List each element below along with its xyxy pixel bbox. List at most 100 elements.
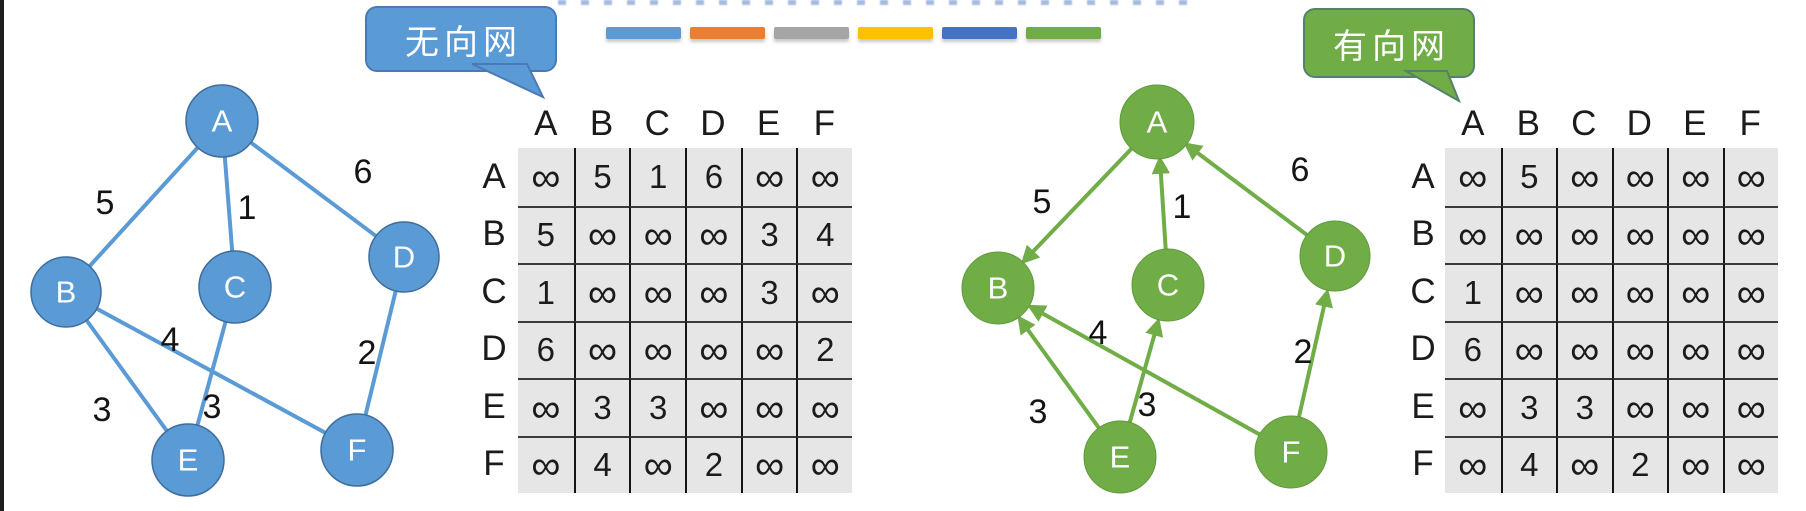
undirected-callout-tail: [471, 63, 546, 100]
edge-weight-label: 6: [354, 153, 373, 191]
node-label: F: [348, 433, 367, 468]
legend-bar-light-blue: [606, 27, 681, 39]
matrix-cell: 3: [1556, 378, 1612, 436]
matrix-cell: ∞: [1556, 148, 1612, 206]
matrix-cell: ∞: [1722, 148, 1778, 206]
undirected-graph-node-labels: A B C D E F: [56, 104, 416, 478]
edge-weight-label: 3: [203, 388, 222, 426]
matrix-cell: ∞: [740, 148, 797, 206]
matrix-cell: ∞: [740, 320, 797, 378]
graph-node-E: [1083, 420, 1157, 494]
matrix-cell: 2: [796, 320, 853, 378]
node-label: E: [178, 443, 199, 478]
matrix-cell: ∞: [1556, 205, 1612, 263]
matrix-cell: ∞: [1722, 205, 1778, 263]
matrix-cell: ∞: [1556, 263, 1612, 321]
matrix-cell: 4: [1500, 435, 1556, 493]
matrix-row-header: D: [1410, 329, 1436, 369]
matrix-row-header: A: [482, 156, 506, 196]
edge-weight-label: 3: [93, 391, 112, 429]
directed-callout: 有向网: [1303, 8, 1475, 78]
matrix-cell: 2: [685, 435, 741, 493]
node-label: A: [1147, 105, 1168, 140]
matrix-cell: ∞: [1556, 320, 1612, 378]
edge-weight-label: 5: [96, 184, 115, 222]
matrix-cell: 1: [629, 148, 686, 206]
edge-weight-label: 5: [1033, 183, 1052, 221]
matrix-cell: 5: [1500, 148, 1556, 206]
matrix-cell: ∞: [629, 205, 686, 263]
graph-node-B: [961, 251, 1035, 325]
matrix-row-header: E: [482, 386, 506, 426]
matrix-cell: 6: [685, 148, 741, 206]
matrix-cell: ∞: [1667, 320, 1723, 378]
matrix-cell: ∞: [1611, 263, 1667, 321]
matrix-cell: 3: [629, 378, 686, 436]
graph-node-A: [185, 84, 259, 158]
matrix-cell: ∞: [1611, 320, 1667, 378]
matrix-row-header: B: [1411, 214, 1435, 254]
edge-weight-label: 2: [1294, 333, 1313, 371]
matrix-col-header: D: [1626, 104, 1652, 143]
matrix-col-header: B: [589, 104, 614, 143]
matrix-cell: ∞: [685, 320, 741, 378]
matrix-cell: 4: [796, 205, 853, 263]
matrix-cell: ∞: [629, 435, 686, 493]
matrix-cell: ∞: [796, 435, 853, 493]
matrix-cell: ∞: [1500, 263, 1556, 321]
matrix-cell: ∞: [573, 263, 630, 321]
matrix-cell: ∞: [629, 263, 686, 321]
undirected-callout-label: 无向网: [405, 23, 522, 62]
legend-bar-green: [1026, 27, 1101, 39]
matrix-cell: ∞: [1611, 148, 1667, 206]
matrix-row-header: C: [1410, 271, 1436, 311]
matrix-cell: ∞: [796, 378, 853, 436]
graph-node-F: [320, 413, 394, 487]
matrix-cell: ∞: [685, 263, 741, 321]
matrix-cell: 3: [740, 205, 797, 263]
matrix-cell: ∞: [685, 205, 741, 263]
matrix-cell: ∞: [1667, 435, 1723, 493]
matrix-cell: ∞: [1667, 148, 1723, 206]
matrix-col-header: D: [700, 104, 726, 143]
matrix-col-header: F: [813, 104, 835, 143]
matrix-cell: ∞: [518, 435, 574, 493]
legend-bars: [606, 27, 1101, 39]
graph-node-E: [151, 423, 225, 497]
matrix-col-header: E: [1683, 104, 1707, 143]
matrix-cell: ∞: [1722, 378, 1778, 436]
graph-edge-A-D: [220, 119, 406, 259]
matrix-cell: 3: [573, 378, 630, 436]
node-label: F: [1282, 435, 1301, 470]
directed-callout-tail: [1402, 70, 1461, 104]
matrix-col-header: C: [1571, 104, 1597, 143]
legend-bar-gray: [774, 27, 849, 39]
matrix-cell: 5: [573, 148, 630, 206]
undirected-graph-nodes: [30, 84, 440, 497]
node-label: C: [224, 270, 246, 305]
edge-weight-label: 3: [1138, 386, 1157, 424]
matrix-cell: 3: [740, 263, 797, 321]
matrix-cell: ∞: [629, 320, 686, 378]
graph-edge-F-to-B: [1026, 304, 1292, 454]
matrix-row-header: F: [483, 444, 505, 484]
matrix-cell: ∞: [796, 263, 853, 321]
node-label: C: [1157, 268, 1179, 303]
edge-weight-label: 1: [238, 189, 257, 227]
matrix-row-header: D: [481, 329, 507, 369]
edge-weight-label: 3: [1029, 393, 1048, 431]
matrix-row-header: B: [482, 214, 506, 254]
matrix-cell: 4: [573, 435, 630, 493]
matrix-cell: ∞: [518, 378, 574, 436]
matrix-cell: ∞: [1722, 263, 1778, 321]
directed-graph-edge-weights: 5 1 6 3 3 4 2: [1029, 151, 1313, 431]
matrix-col-header: C: [644, 104, 670, 143]
matrix-cell: ∞: [518, 148, 574, 206]
matrix-col-header: A: [534, 104, 558, 143]
legend-bar-yellow: [858, 27, 933, 39]
node-label: D: [393, 240, 415, 275]
matrix-cell: ∞: [1667, 205, 1723, 263]
